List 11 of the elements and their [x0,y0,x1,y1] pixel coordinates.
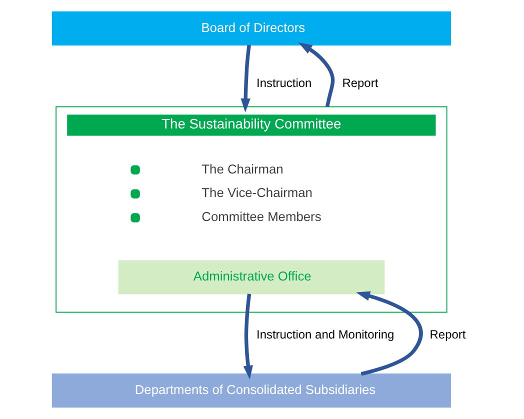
edge-label: Instruction [256,76,312,90]
arrow [356,291,422,376]
edge-label: Instruction and Monitoring [256,327,394,342]
arrow [298,42,334,108]
node-box: Departments of Consolidated Subsidiaries [51,374,450,408]
node-box: Administrative Office [118,260,384,294]
edge-label: Report [429,327,466,342]
arrow [242,294,252,380]
node-box: Board of Directors [51,11,450,46]
edge-label: Report [342,76,378,90]
arrow [240,44,250,112]
